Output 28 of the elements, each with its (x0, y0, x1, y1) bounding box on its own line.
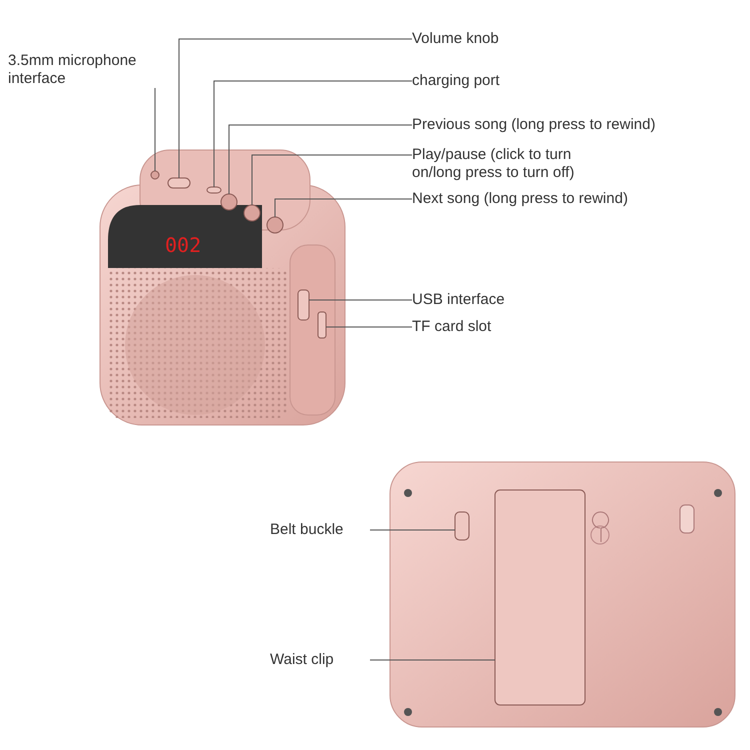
callout-label: Belt buckle (270, 521, 370, 539)
push-button (220, 194, 238, 210)
callout-label: Waist clip (270, 651, 370, 669)
leader-line (228, 124, 412, 194)
charging-port (206, 186, 222, 194)
belt-buckle (454, 512, 470, 540)
callout-label: 3.5mm microphone interface (8, 52, 178, 88)
waist-clip (494, 490, 586, 706)
leader-line (326, 326, 412, 328)
push-button (244, 204, 260, 222)
usb-port (298, 290, 310, 320)
leader-line (154, 88, 156, 172)
volume-knob (168, 178, 190, 188)
callout-label: charging port (412, 72, 500, 90)
callout-label: Next song (long press to rewind) (412, 190, 628, 208)
leader-line (252, 154, 412, 206)
push-button (266, 216, 284, 234)
leader-line (274, 198, 412, 218)
callout-label: TF card slot (412, 318, 492, 336)
card-slot (318, 312, 326, 338)
callout-label: Previous song (long press to rewind) (412, 116, 656, 134)
callout-label: Play/pause (click to turn on/long press to turn off) (412, 146, 612, 182)
jack-socket (150, 170, 160, 180)
display-readout: 002 (165, 233, 202, 257)
callout-label: USB interface (412, 291, 505, 309)
leader-line (214, 80, 412, 188)
leader-line (178, 38, 412, 178)
callout-label: Volume knob (412, 30, 499, 48)
